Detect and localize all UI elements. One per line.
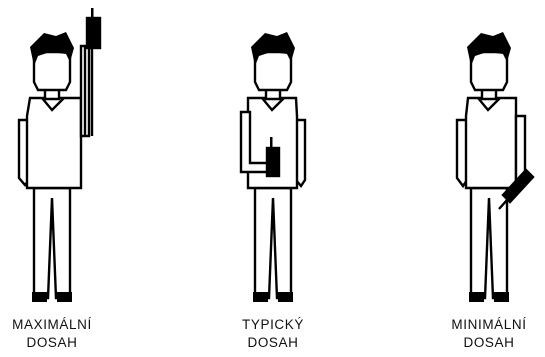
caption-line2: DOSAH: [198, 334, 348, 352]
legs: [34, 188, 70, 298]
caption-line2: DOSAH: [414, 334, 545, 352]
caption-typical-reach: TYPICKÝ DOSAH: [198, 316, 348, 352]
caption-line1: MAXIMÁLNÍ: [0, 316, 127, 334]
radio-antenna-icon: [270, 137, 273, 149]
shoes: [469, 292, 509, 302]
caption-minimal-reach: MINIMÁLNÍ DOSAH: [414, 316, 545, 352]
figure-maximal-reach: [19, 8, 100, 302]
legs: [255, 188, 291, 298]
caption-line1: MINIMÁLNÍ: [414, 316, 545, 334]
caption-maximal-reach: MAXIMÁLNÍ DOSAH: [0, 316, 127, 352]
head: [34, 52, 70, 90]
torso: [466, 98, 516, 188]
shoes: [253, 292, 293, 302]
shoes: [32, 292, 72, 302]
head: [255, 52, 291, 90]
figure-typical-reach: [241, 32, 305, 302]
torso: [27, 98, 81, 188]
figure-minimal-reach: [457, 32, 533, 302]
radio-icon: [87, 18, 100, 48]
radio-icon: [267, 148, 279, 176]
caption-line1: TYPICKÝ: [198, 316, 348, 334]
caption-line2: DOSAH: [0, 334, 127, 352]
radio-antenna-icon: [91, 8, 94, 20]
head: [471, 52, 507, 90]
